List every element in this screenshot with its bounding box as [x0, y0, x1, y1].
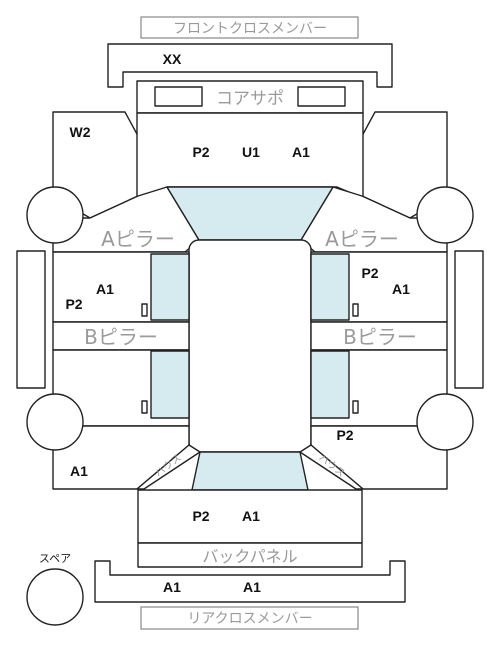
spare-label: スペア [39, 552, 71, 565]
left-quarter-code-a1: A1 [70, 463, 88, 479]
front-bumper[interactable] [107, 43, 393, 88]
roof[interactable] [188, 239, 312, 453]
rear-window[interactable] [191, 451, 309, 491]
rear-bumper-code-a1-left: A1 [163, 579, 181, 595]
rear-left-wheel[interactable] [26, 393, 84, 451]
front-left-door-code-p2: P2 [65, 296, 82, 312]
front-left-wheel[interactable] [26, 186, 84, 244]
front-left-door-handle [141, 303, 148, 317]
right-rear-code-p2: P2 [336, 427, 353, 443]
front-cross-member-label: フロントクロスメンバー [173, 21, 327, 37]
rear-cross-member-label: リアクロスメンバー [187, 611, 312, 627]
right-a-pillar-label: Aピラー [325, 227, 399, 251]
core-support-label: コアサポ [216, 89, 284, 109]
hood-code-p2: P2 [192, 144, 209, 160]
rear-left-window[interactable] [150, 350, 190, 419]
front-left-window[interactable] [150, 253, 190, 321]
left-strut-house[interactable] [136, 444, 201, 490]
right-b-pillar-label: Bピラー [343, 325, 417, 349]
front-right-window[interactable] [310, 253, 350, 321]
left-b-pillar-label: Bピラー [84, 325, 158, 349]
rear-bumper-code-a1-right: A1 [243, 579, 261, 595]
right-side-sill[interactable] [454, 250, 484, 389]
rear-right-window[interactable] [310, 350, 350, 419]
rear-left-door-handle [141, 400, 148, 414]
rear-right-door-handle [352, 400, 359, 414]
rear-cross-member[interactable]: リアクロスメンバー [140, 606, 359, 630]
trunk-code-a1: A1 [242, 508, 260, 524]
left-b-pillar[interactable] [52, 321, 190, 351]
left-fender-code: W2 [70, 124, 91, 140]
front-right-door-code-a1: A1 [392, 281, 410, 297]
front-cross-member[interactable]: フロントクロスメンバー [140, 16, 359, 39]
core-support[interactable]: コアサポ [136, 80, 364, 114]
left-side-sill[interactable] [16, 250, 46, 389]
front-right-wheel[interactable] [416, 186, 474, 244]
right-strut-house[interactable] [299, 444, 364, 490]
hood-code-a1: A1 [292, 144, 310, 160]
left-a-pillar-label: Aピラー [101, 227, 175, 251]
front-right-door-code-p2: P2 [361, 265, 378, 281]
rear-right-wheel[interactable] [416, 393, 474, 451]
trunk-code-p2: P2 [192, 508, 209, 524]
front-right-door-handle [352, 303, 359, 317]
hood-code-u1: U1 [242, 144, 260, 160]
back-panel-label: バックパネル [202, 547, 297, 566]
front-bumper-code: XX [163, 51, 182, 67]
trunk[interactable] [137, 489, 363, 544]
front-left-door-code-a1: A1 [96, 281, 114, 297]
rear-bumper[interactable] [94, 560, 406, 603]
spare-wheel[interactable] [26, 568, 84, 626]
back-panel[interactable]: バックパネル [137, 542, 363, 568]
